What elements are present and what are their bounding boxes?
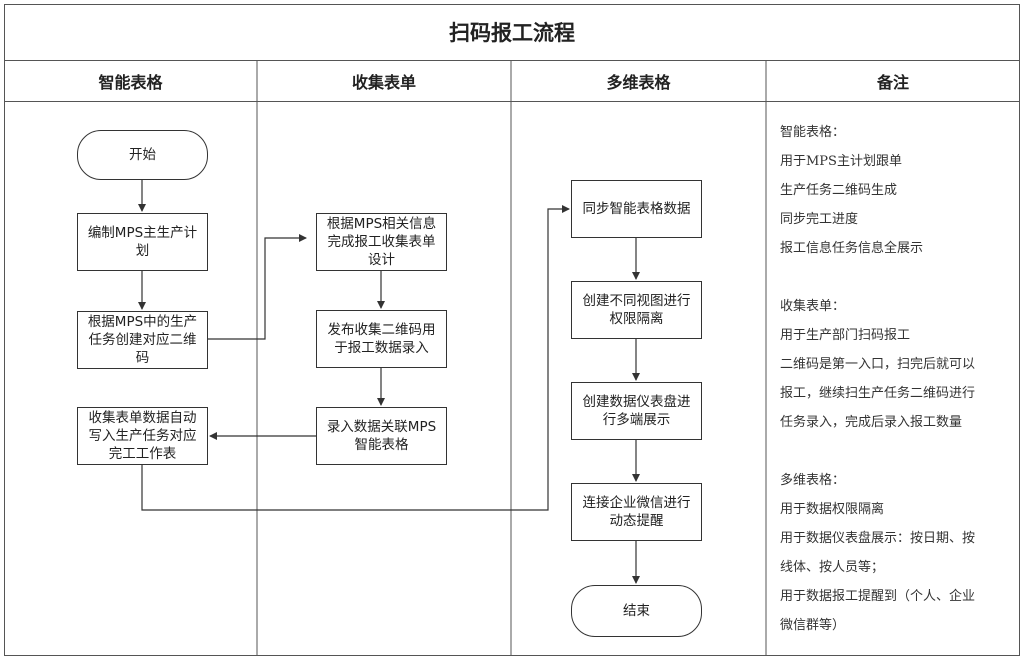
note-line: 微信群等） (780, 618, 846, 633)
notes-spacer (780, 437, 1016, 466)
notes-heading-form: 收集表单： (780, 299, 846, 314)
node-form-design: 根据MPS相关信息完成报工收集表单设计 (316, 213, 447, 271)
node-views: 创建不同视图进行权限隔离 (571, 281, 702, 339)
note-line: 同步完工进度 (780, 212, 859, 227)
arrow-qr-to-form-design (207, 234, 307, 340)
notes-spacer (780, 263, 1016, 292)
notes-panel: 智能表格： 用于MPS主计划跟单 生产任务二维码生成 同步完工进度 报工信息任务… (780, 118, 1016, 640)
lane-header-smart-table: 智能表格 (4, 60, 257, 102)
node-auto-write: 收集表单数据自动写入生产任务对应完工工作表 (77, 407, 208, 465)
notes-heading-smart-table: 智能表格： (780, 125, 846, 140)
node-dashboard: 创建数据仪表盘进行多端展示 (571, 382, 702, 440)
lane-header-form: 收集表单 (257, 60, 511, 102)
node-publish-qr: 发布收集二维码用于报工数据录入 (316, 310, 447, 368)
note-line: 用于数据权限隔离 (780, 502, 885, 517)
node-mps-plan: 编制MPS主生产计划 (77, 213, 208, 271)
note-line: 生产任务二维码生成 (780, 183, 898, 198)
note-line: 用于生产部门扫码报工 (780, 328, 911, 343)
node-enter-data: 录入数据关联MPS智能表格 (316, 407, 447, 465)
arrow-autowrite-to-sync (141, 205, 570, 511)
node-end: 结束 (571, 585, 702, 637)
note-line: 用于数据仪表盘展示：按日期、按 (780, 531, 976, 546)
note-line: 线体、按人员等； (780, 560, 885, 575)
diagram-title: 扫码报工流程 (449, 21, 575, 45)
lane-header-multi-table: 多维表格 (511, 60, 766, 102)
note-line: 报工，继续扫生产任务二维码进行 (780, 386, 976, 401)
note-line: 用于数据报工提醒到（个人、企业 (780, 589, 976, 604)
note-line: 任务录入，完成后录入报工数量 (780, 415, 963, 430)
node-sync: 同步智能表格数据 (571, 180, 702, 238)
node-start: 开始 (77, 130, 208, 180)
note-line: 二维码是第一入口，扫完后就可以 (780, 357, 976, 372)
lane-header-notes: 备注 (766, 60, 1020, 102)
node-create-qr: 根据MPS中的生产任务创建对应二维码 (77, 311, 208, 369)
diagram-frame (4, 4, 1020, 656)
note-line: 用于MPS主计划跟单 (780, 154, 902, 169)
node-wechat: 连接企业微信进行动态提醒 (571, 483, 702, 541)
notes-heading-multi-table: 多维表格： (780, 473, 846, 488)
note-line: 报工信息任务信息全展示 (780, 241, 924, 256)
